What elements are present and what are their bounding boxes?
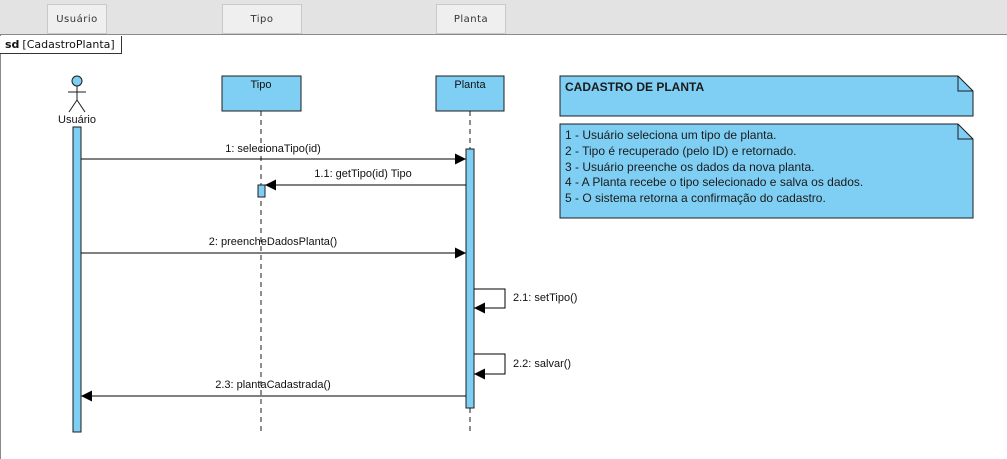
actor-label: Usuário <box>58 114 96 126</box>
note-step: 1 - Usuário seleciona um tipo de planta. <box>565 128 777 142</box>
lifeline-planta-label: Planta <box>454 79 486 91</box>
note-step: 3 - Usuário preenche os dados da nova pl… <box>565 159 815 174</box>
message-seleciona-tipo[interactable]: 1: selecionaTipo(id) <box>81 143 466 165</box>
note-step: 2 - Tipo é recuperado (pelo ID) e retorn… <box>565 143 797 158</box>
header-tab-tipo[interactable]: Tipo <box>222 4 302 34</box>
message-label: 1: selecionaTipo(id) <box>225 143 321 155</box>
note-step: 5 - O sistema retorna a confirmação do c… <box>565 191 826 206</box>
message-label: 1.1: getTipo(id) Tipo <box>314 168 411 180</box>
message-label: 2: preencheDadosPlanta() <box>209 236 337 248</box>
header-tab-usuario[interactable]: Usuário <box>47 4 107 34</box>
actor-usuario[interactable]: Usuário <box>58 75 96 126</box>
message-arrow <box>474 288 506 314</box>
lifeline-planta[interactable]: Planta <box>435 75 505 435</box>
message-preenche-dados[interactable]: 2: preencheDadosPlanta() <box>81 236 466 259</box>
message-set-tipo[interactable]: 2.1: setTipo() <box>474 288 577 314</box>
actor-leg-right <box>76 99 86 113</box>
actor-head <box>71 75 83 87</box>
message-label: 2.2: salvar() <box>513 358 571 370</box>
note-title: CADASTRO DE PLANTA <box>565 80 705 94</box>
message-planta-cadastrada[interactable]: 2.3: plantaCadastrada() <box>81 379 466 402</box>
activation-usuario <box>72 126 82 433</box>
message-arrow <box>474 353 506 380</box>
lifeline-header-bar: Usuário Tipo Planta <box>0 0 1007 35</box>
frame-left-border <box>0 35 1 459</box>
lifeline-planta-head <box>435 75 505 112</box>
message-label: 2.3: plantaCadastrada() <box>215 379 331 391</box>
lifeline-tipo-label: Tipo <box>251 79 272 91</box>
message-salvar[interactable]: 2.2: salvar() <box>474 353 571 380</box>
actor-leg-left <box>68 99 78 113</box>
activation-tipo <box>257 184 266 198</box>
lifeline-tipo[interactable]: Tipo <box>221 75 302 435</box>
message-label: 2.1: setTipo() <box>513 292 577 304</box>
frame-label: sd[CadastroPlanta] <box>0 36 122 54</box>
note-steps-box[interactable] <box>559 123 974 219</box>
frame-keyword: sd <box>5 38 20 51</box>
message-get-tipo[interactable]: 1.1: getTipo(id) Tipo <box>265 168 466 191</box>
frame-name: [CadastroPlanta] <box>22 38 115 51</box>
note-steps: 1 - Usuário seleciona um tipo de planta.… <box>565 128 965 207</box>
lifeline-tipo-head <box>221 75 302 112</box>
note-title-box[interactable] <box>559 75 974 117</box>
header-tab-planta[interactable]: Planta <box>436 4 506 34</box>
activation-planta <box>465 148 475 409</box>
note-step: 4 - A Planta recebe o tipo selecionado e… <box>565 175 864 190</box>
